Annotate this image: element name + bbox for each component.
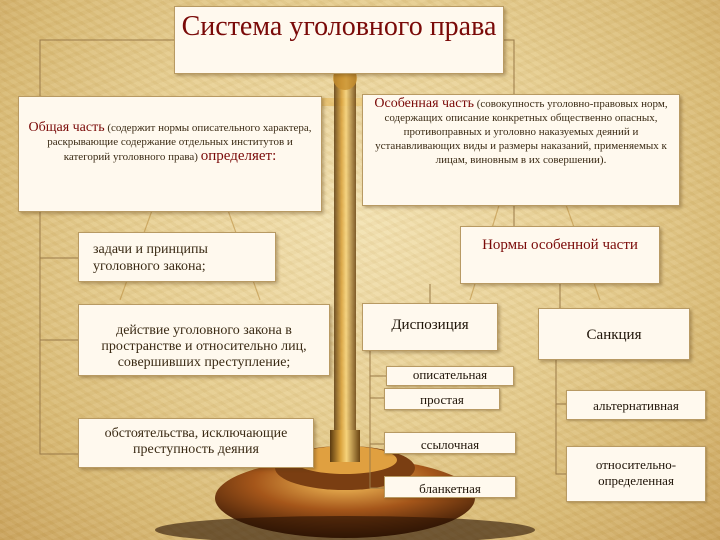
- special-norms-box: Нормы особенной части: [460, 226, 660, 284]
- general-part-text: (содержит нормы описательного характера,…: [47, 122, 312, 163]
- general-part-lead: Общая часть: [28, 120, 105, 135]
- sanction-box: Санкция: [538, 308, 690, 360]
- disposition-box: Диспозиция: [362, 303, 498, 351]
- general-item-tasks: задачи и принципы уголовного закона;: [78, 232, 276, 282]
- disposition-type-simple: простая: [384, 388, 500, 410]
- general-item-circumstances: обстоятельства, исключающие преступность…: [78, 418, 314, 468]
- page-title: Система уголовного права: [174, 6, 504, 74]
- disposition-type-reference: ссылочная: [384, 432, 516, 454]
- general-item-law-action: действие уголовного закона в пространств…: [78, 304, 330, 376]
- disposition-type-blanket: бланкетная: [384, 476, 516, 498]
- special-part-text: (совокупность уголовно-правовых норм, со…: [375, 98, 668, 166]
- sanction-type-relative: относительно-определенная: [566, 446, 706, 502]
- special-part-lead: Особенная часть: [374, 96, 474, 111]
- general-part-verb: определяет:: [200, 148, 277, 164]
- general-part-box: Общая часть (содержит нормы описательног…: [18, 96, 322, 212]
- disposition-type-descriptive: описательная: [386, 366, 514, 386]
- special-part-box: Особенная часть (совокупность уголовно-п…: [362, 94, 680, 206]
- sanction-type-alternative: альтернативная: [566, 390, 706, 420]
